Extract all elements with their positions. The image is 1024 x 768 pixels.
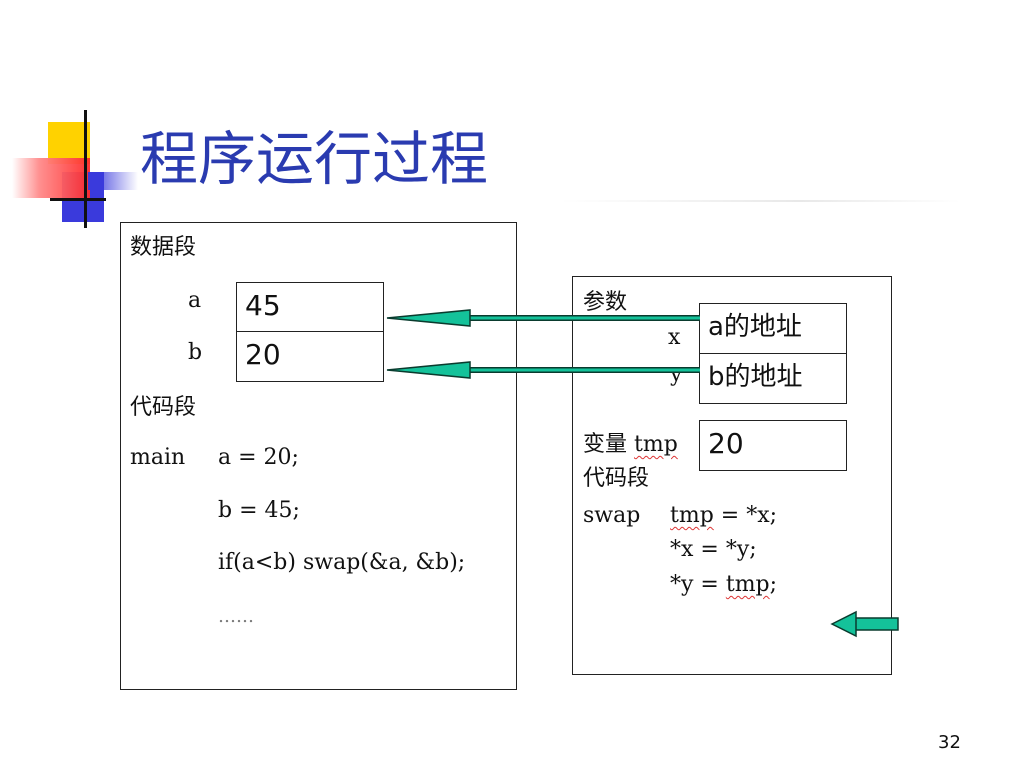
main-code-line-1: a = 20;: [218, 445, 299, 470]
var-b-label: b: [188, 340, 203, 365]
var-a-value: 45: [245, 289, 281, 322]
params-label: 参数: [583, 290, 628, 315]
page-number: 32: [938, 732, 961, 753]
var-a-cell: 45: [236, 282, 384, 332]
local-var-label: 变量 tmp: [583, 432, 678, 458]
data-segment-label: 数据段: [130, 235, 197, 260]
title-decoration-blue-fade-icon: [88, 172, 138, 190]
main-code-line-3: if(a<b) swap(&a, &b);: [218, 550, 466, 575]
swap-code-line-1: tmp = *x;: [670, 503, 778, 528]
param-y-cell: b的地址: [699, 353, 847, 404]
main-code-line-2: b = 45;: [218, 498, 300, 523]
slide-title: 程序运行过程: [140, 125, 489, 193]
title-divider: [560, 200, 960, 202]
main-code-ellipsis: ……: [218, 606, 254, 627]
param-x-value: a的地址: [708, 312, 802, 342]
tmp-value: 20: [708, 427, 744, 460]
var-a-label: a: [188, 288, 202, 313]
param-y-label: y: [670, 362, 683, 387]
var-b-value: 20: [245, 338, 281, 371]
code-segment-label-left: 代码段: [130, 395, 197, 420]
var-b-cell: 20: [236, 331, 384, 382]
tmp-cell: 20: [699, 420, 847, 471]
code-segment-label-right: 代码段: [583, 466, 650, 491]
main-function-label: main: [130, 445, 186, 470]
param-x-cell: a的地址: [699, 303, 847, 354]
param-y-value: b的地址: [708, 362, 803, 392]
tmp-label: tmp: [634, 432, 678, 457]
tmp-token: tmp: [670, 503, 714, 528]
swap-code-line-2: *x = *y;: [670, 537, 757, 562]
title-decoration-yellow-square-icon: [48, 122, 90, 164]
param-x-label: x: [668, 325, 681, 350]
title-decoration-horizontal-line: [50, 198, 106, 201]
swap-code-line-3: *y = tmp;: [670, 572, 778, 597]
tmp-token: tmp: [725, 572, 770, 597]
title-decoration-red-gradient-icon: [12, 158, 90, 198]
swap-function-label: swap: [583, 503, 641, 528]
title-decoration-vertical-line: [84, 110, 87, 228]
local-var-text: 变量: [583, 432, 628, 457]
